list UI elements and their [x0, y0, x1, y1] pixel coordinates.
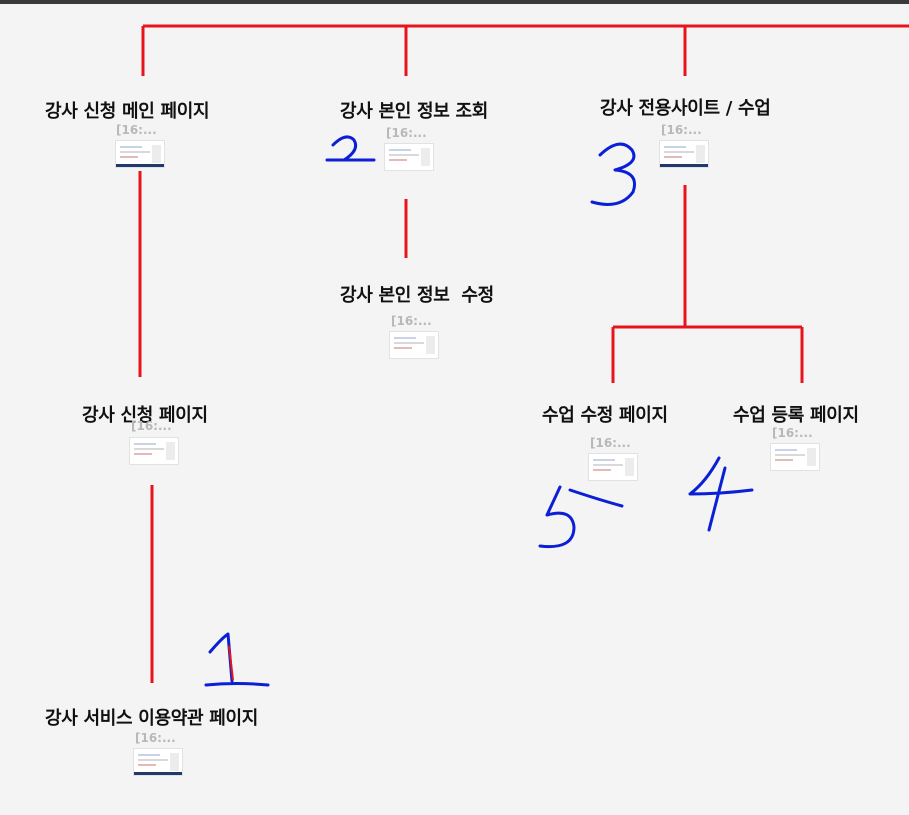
node-thumbnail-main[interactable] [115, 140, 165, 168]
node-timestamp: [16:... [131, 419, 172, 433]
node-title-main: 강사 신청 메인 페이지 [45, 101, 210, 122]
node-title-apply: 강사 신청 페이지 [82, 405, 208, 426]
annotation-2 [325, 135, 376, 162]
node-timestamp: [16:... [135, 731, 176, 745]
node-title-class-register: 수업 등록 페이지 [733, 405, 859, 426]
annotation-4 [688, 456, 754, 532]
top-border [0, 0, 909, 4]
node-title-class-edit: 수업 수정 페이지 [542, 405, 668, 426]
annotation-3 [590, 142, 636, 206]
node-thumbnail-class-register[interactable] [770, 443, 820, 471]
node-timestamp: [16:... [386, 126, 427, 140]
node-timestamp: [16:... [590, 436, 631, 450]
annotation-1-red-stroke [228, 645, 234, 681]
node-timestamp: [16:... [116, 123, 157, 137]
node-title-terms: 강사 서비스 이용약관 페이지 [45, 708, 259, 729]
node-timestamp: [16:... [391, 314, 432, 328]
node-title-site: 강사 전용사이트 / 수업 [600, 98, 771, 119]
node-timestamp: [16:... [661, 123, 702, 137]
node-timestamp: [16:... [772, 426, 813, 440]
node-thumbnail-site[interactable] [659, 140, 709, 168]
node-thumbnail-terms[interactable] [133, 748, 183, 776]
node-title-info-edit: 강사 본인 정보 수정 [340, 285, 494, 306]
node-thumbnail-class-edit[interactable] [588, 453, 638, 481]
annotation-1 [204, 632, 270, 687]
node-thumbnail-info-view[interactable] [384, 143, 434, 171]
node-thumbnail-apply[interactable] [129, 437, 179, 465]
node-title-info-view: 강사 본인 정보 조회 [340, 101, 488, 122]
node-thumbnail-info-edit[interactable] [389, 331, 439, 359]
annotation-5 [538, 485, 624, 549]
